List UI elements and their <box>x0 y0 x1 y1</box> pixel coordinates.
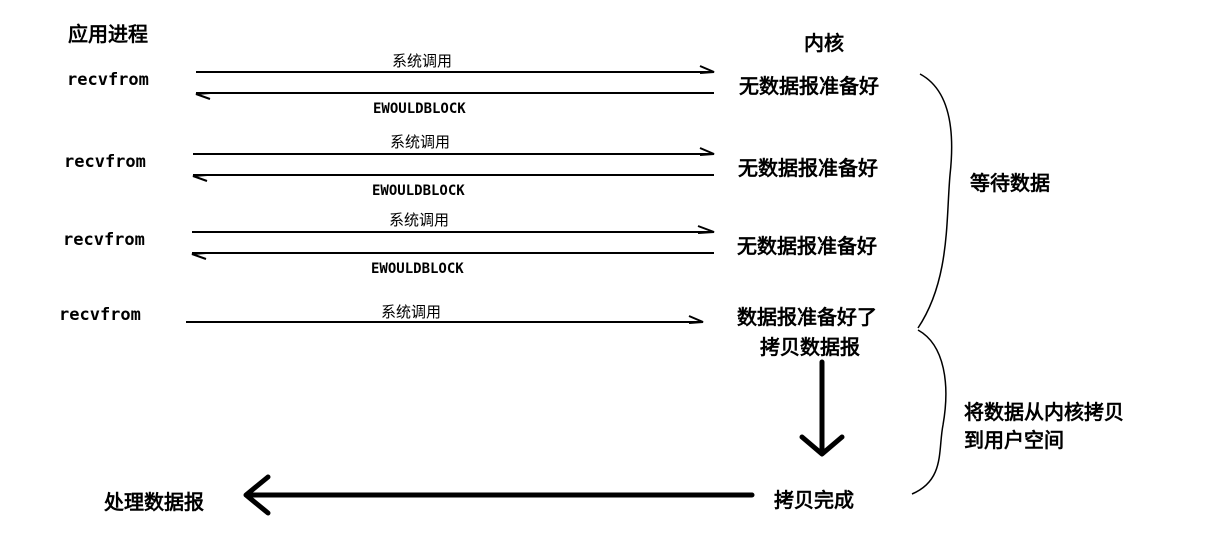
recvfrom-call-3: recvfrom <box>63 230 145 250</box>
ewouldblock-label-3: EWOULDBLOCK <box>371 261 464 277</box>
kernel-status-2: 无数据报准备好 <box>738 156 878 180</box>
syscall-label-2: 系统调用 <box>390 133 451 151</box>
syscall-label-4: 系统调用 <box>381 303 442 321</box>
kernel-status-3: 无数据报准备好 <box>737 234 877 258</box>
syscall-label-1: 系统调用 <box>392 52 453 70</box>
copy-datagram-label: 拷贝数据报 <box>760 335 860 359</box>
process-datagram-label: 处理数据报 <box>104 490 204 514</box>
recvfrom-call-4: recvfrom <box>59 305 141 325</box>
ewouldblock-label-2: EWOULDBLOCK <box>372 183 465 199</box>
copying-brace <box>911 329 947 495</box>
app-process-header: 应用进程 <box>68 22 148 46</box>
waiting-phase-label: 等待数据 <box>970 171 1050 195</box>
kernel-status-4: 数据报准备好了 <box>737 305 877 329</box>
recvfrom-call-2: recvfrom <box>64 152 146 172</box>
ewouldblock-label-1: EWOULDBLOCK <box>373 101 466 117</box>
copying-phase-label-2: 到用户空间 <box>964 428 1064 452</box>
kernel-status-1: 无数据报准备好 <box>739 74 879 98</box>
copying-phase-label-1: 将数据从内核拷贝 <box>964 400 1124 424</box>
waiting-brace <box>917 73 953 329</box>
copy-done-label: 拷贝完成 <box>774 488 854 512</box>
recvfrom-call-1: recvfrom <box>67 70 149 90</box>
syscall-label-3: 系统调用 <box>389 211 450 229</box>
kernel-header: 内核 <box>804 31 844 55</box>
